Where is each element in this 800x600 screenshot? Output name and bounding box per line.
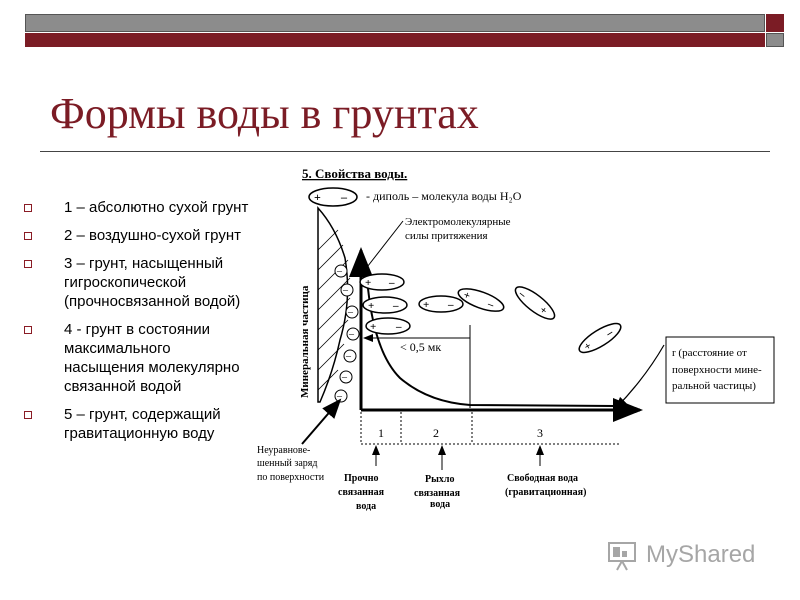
slide-title: Формы воды в грунтах — [50, 89, 479, 138]
zone-number: 3 — [537, 426, 543, 440]
zone1-label-line: вода — [356, 501, 376, 512]
header-grey-strip — [25, 14, 765, 32]
bullet-item: 2 – воздушно-сухой грунт — [24, 226, 254, 245]
svg-text:+: + — [462, 289, 472, 302]
svg-text:–: – — [388, 277, 395, 289]
diagram-heading: 5. Свойства воды. — [302, 166, 407, 181]
bullet-list: 1 – абсолютно сухой грунт 2 – воздушно-с… — [24, 198, 254, 452]
r-label-line: ральной частицы) — [672, 380, 756, 392]
logo-text: MyShared — [646, 541, 756, 568]
myshared-logo: MyShared — [606, 538, 766, 572]
svg-text:–: – — [347, 307, 354, 318]
bullet-item: 3 – грунт, насыщенный гигроскопической (… — [24, 254, 254, 311]
bullet-item: 4 - грунт в состоянии максимального насы… — [24, 320, 254, 396]
water-forms-diagram: 5. Свойства воды. + – - диполь – молекул… — [257, 166, 775, 512]
bullet-text: 5 – грунт, содержащий гравитационную вод… — [64, 406, 221, 442]
forces-label-line: силы притяжения — [405, 230, 488, 242]
slide-header-bar — [25, 14, 785, 47]
svg-text:–: – — [348, 329, 355, 340]
svg-text:–: – — [447, 299, 454, 311]
charge-label-line: Неуравнове- — [257, 445, 310, 456]
charge-label-line: по поверхности — [257, 472, 325, 483]
header-corner-square — [766, 14, 784, 32]
svg-text:+: + — [582, 340, 594, 354]
zone2-label-line: Рыхло — [425, 474, 455, 485]
mineral-label: Минеральная частица — [299, 285, 311, 398]
title-divider — [40, 151, 770, 152]
presentation-screen-icon — [608, 542, 636, 571]
distance-label: < 0,5 мк — [400, 340, 441, 354]
svg-text:–: – — [392, 300, 399, 312]
svg-text:+: + — [368, 300, 374, 312]
svg-text:–: – — [342, 285, 349, 296]
zone-number: 2 — [433, 426, 439, 440]
zone1-label-line: Прочно — [344, 473, 378, 484]
svg-text:–: – — [336, 266, 343, 277]
bullet-text: 1 – абсолютно сухой грунт — [64, 199, 249, 216]
mineral-hatching — [317, 229, 351, 391]
square-bullet-icon — [24, 326, 32, 334]
svg-text:–: – — [336, 391, 343, 402]
bullet-text: 3 – грунт, насыщенный гигроскопической (… — [64, 255, 241, 310]
svg-text:+: + — [423, 299, 429, 311]
svg-text:–: – — [341, 372, 348, 383]
surface-charges: – – – – – – – — [334, 264, 360, 403]
zone2-label-line: вода — [430, 499, 450, 510]
zone2-label-line: связанная — [414, 488, 461, 499]
dipole-ellipse — [308, 187, 358, 207]
bound-dipoles: + – + – + – + – — [359, 273, 464, 335]
dipole-minus: – — [340, 190, 348, 204]
r-label-line: r (расстояние от — [672, 347, 747, 359]
r-label-line: поверхности мине- — [672, 364, 762, 376]
svg-text:–: – — [345, 351, 352, 362]
r-pointer — [615, 344, 665, 409]
bullet-item: 5 – грунт, содержащий гравитационную вод… — [24, 405, 254, 443]
zone-number: 1 — [378, 426, 384, 440]
charge-pointer — [301, 398, 342, 445]
header-corner-square-lower — [766, 33, 784, 47]
forces-pointer — [363, 220, 404, 272]
svg-text:–: – — [485, 298, 496, 312]
r-label-box — [665, 336, 775, 404]
square-bullet-icon — [24, 260, 32, 268]
dipole-plus: + — [314, 190, 321, 204]
bullet-text: 2 – воздушно-сухой грунт — [64, 227, 241, 244]
forces-label-line: Электромолекулярные — [405, 216, 511, 228]
dipole-caption: - диполь – молекула воды H₂O — [366, 189, 522, 203]
zone-dividers — [360, 412, 620, 445]
square-bullet-icon — [24, 232, 32, 240]
zone3-label-line: (гравитационная) — [505, 487, 586, 498]
bullet-item: 1 – абсолютно сухой грунт — [24, 198, 254, 217]
square-bullet-icon — [24, 204, 32, 212]
charge-label-line: шенный заряд — [257, 458, 318, 469]
header-dark-strip — [25, 33, 765, 47]
zone1-label-line: связанная — [338, 487, 385, 498]
svg-text:–: – — [395, 321, 402, 333]
square-bullet-icon — [24, 411, 32, 419]
bullet-text: 4 - грунт в состоянии максимального насы… — [64, 321, 240, 395]
zone3-label-line: Свободная вода — [507, 473, 578, 484]
svg-text:+: + — [365, 277, 371, 289]
free-dipoles: +– –+ +– — [457, 286, 622, 354]
svg-text:+: + — [370, 321, 376, 333]
